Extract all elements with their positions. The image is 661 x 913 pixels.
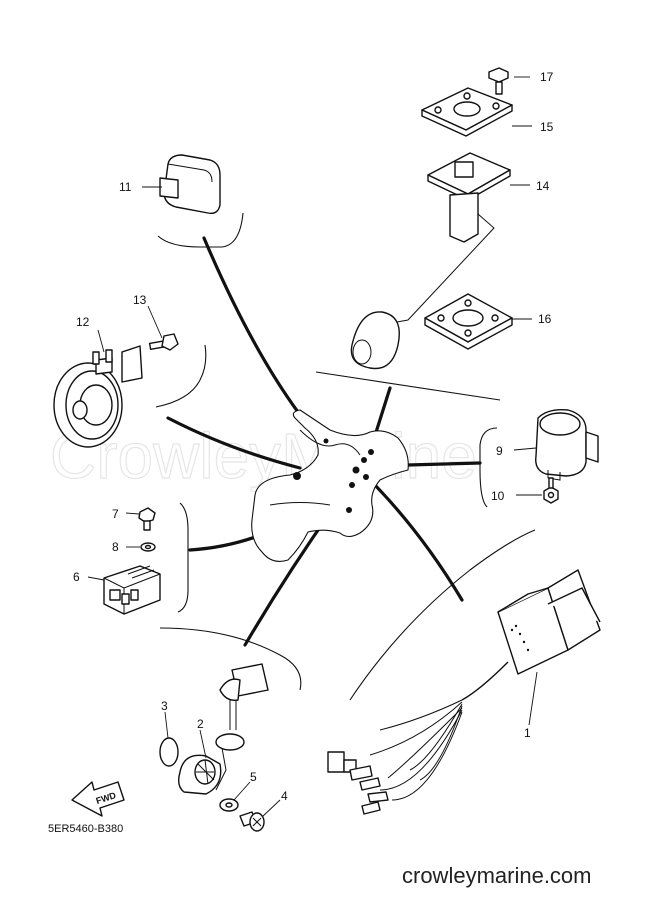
- part-14-fuel-sender: [350, 152, 511, 370]
- part-4-screw: [239, 811, 265, 832]
- part-11-relay: [159, 154, 221, 215]
- part-3-oring: [159, 737, 179, 767]
- callout-2: 2: [197, 717, 204, 731]
- group-bracket-regulator: [177, 502, 189, 613]
- part-12-horn: [53, 345, 143, 448]
- site-url: crowleymarine.com: [402, 863, 592, 888]
- harness-lead-11: [202, 236, 322, 442]
- part-10-nut: [543, 477, 559, 504]
- callout-9: 9: [496, 444, 503, 458]
- part-2-sender: [177, 663, 269, 795]
- callout-4: 4: [281, 789, 288, 803]
- callout-3: 3: [161, 699, 168, 713]
- callout-12: 12: [76, 315, 90, 329]
- group-bracket-fuel: [315, 371, 501, 401]
- callout-7: 7: [112, 507, 119, 521]
- group-bracket-cdi: [349, 529, 536, 701]
- part-8-washer: [140, 542, 156, 552]
- callout-5: 5: [250, 770, 257, 784]
- part-6-regulator: [103, 565, 161, 615]
- part-15-gasket: [421, 87, 513, 137]
- group-bracket-switch: [479, 427, 498, 508]
- part-5-washer: [219, 798, 239, 812]
- harness-lead-cdi: [366, 476, 464, 602]
- callout-17: 17: [540, 70, 554, 84]
- harness-lead-horn: [166, 416, 302, 470]
- part-13-bolt: [148, 333, 179, 351]
- callout-15: 15: [540, 120, 554, 134]
- callout-11: 11: [119, 180, 132, 194]
- group-bracket-11: [157, 212, 244, 248]
- diagram-part-code: 5ER5460-B380: [48, 823, 123, 835]
- group-bracket-horn: [155, 344, 207, 408]
- part-16-gasket: [424, 293, 513, 350]
- callout-numbers: 17 15 14 16 11 13 12 9 10 7 8 6 1 2 3 5 …: [73, 70, 554, 803]
- callout-16: 16: [538, 312, 552, 326]
- callout-13: 13: [133, 293, 147, 307]
- callout-6: 6: [73, 570, 80, 584]
- part-7-bolt: [138, 507, 156, 531]
- callout-14: 14: [536, 179, 550, 193]
- group-bracket-sender: [159, 627, 302, 691]
- part-9-switch: [535, 408, 599, 481]
- part-17-bolt: [488, 67, 509, 95]
- callout-10: 10: [491, 489, 505, 503]
- fwd-arrow: FWD: [71, 781, 125, 817]
- callout-1: 1: [524, 726, 531, 740]
- scooter-silhouette: [251, 409, 409, 562]
- leader-lines: [87, 76, 542, 818]
- callout-8: 8: [112, 540, 119, 554]
- part-1-cdi-unit: [327, 569, 601, 815]
